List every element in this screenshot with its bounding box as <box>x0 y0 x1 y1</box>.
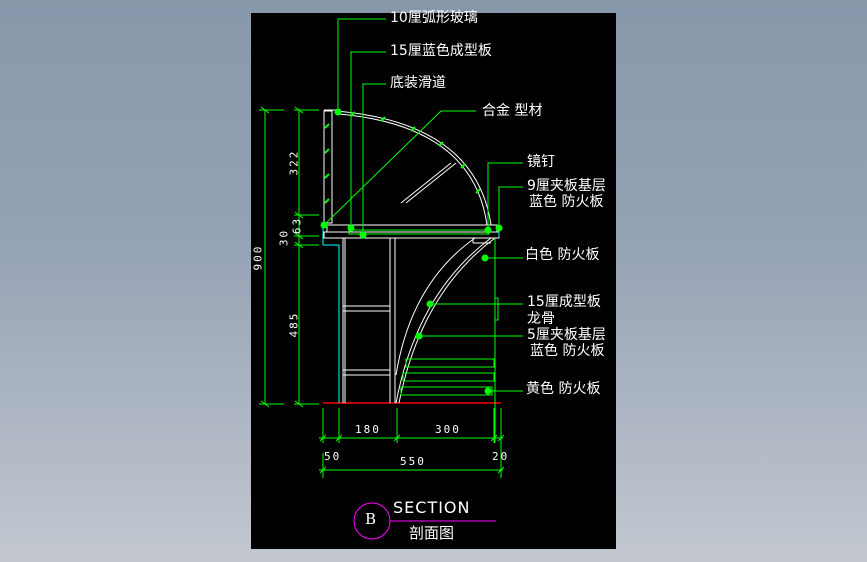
dim-total-width: 550 <box>400 455 426 468</box>
section-marker-letter: B <box>365 510 377 528</box>
label-yellow-board: 黄色 防火板 <box>526 381 601 397</box>
dim-mid-b: 30 <box>277 228 291 247</box>
label-alloy-profile: 合金 型材 <box>482 103 543 119</box>
dim-left-width: 180 <box>355 423 381 436</box>
title-subtitle: 剖面图 <box>409 524 455 542</box>
cad-drawing-canvas: 10厘弧形玻璃 15厘蓝色成型板 底装滑道 合金 型材 镜钉 9厘夹板基层 蓝色… <box>251 10 616 549</box>
vertical-dimensions <box>259 106 319 408</box>
label-white-board: 白色 防火板 <box>525 247 600 263</box>
dim-total-height: 900 <box>251 244 265 271</box>
leader-dots <box>320 108 503 395</box>
cyan-accents <box>322 223 500 403</box>
dim-right-offset: 20 <box>492 450 510 463</box>
dim-mid-a: 63 <box>290 216 304 235</box>
label-keel-line1: 15厘成型板 <box>527 294 601 310</box>
label-blue-board: 15厘蓝色成型板 <box>390 43 492 59</box>
dim-top-height: 322 <box>287 149 301 176</box>
label-plywood-5-line1: 5厘夹板基层 <box>527 327 606 343</box>
label-slide-rail: 底装滑道 <box>390 75 446 91</box>
label-keel-line2: 龙骨 <box>527 311 555 327</box>
leader-lines <box>323 18 523 443</box>
title-heading: SECTION <box>393 498 471 517</box>
dim-left-offset: 50 <box>324 450 342 463</box>
horizontal-dimensions <box>319 408 505 478</box>
label-plywood-9-line1: 9厘夹板基层 <box>527 178 606 194</box>
label-mirror-nail: 镜钉 <box>527 154 555 170</box>
section-drawing <box>259 18 523 540</box>
label-plywood-9-line2: 蓝色 防火板 <box>529 194 604 210</box>
label-plywood-5-line2: 蓝色 防火板 <box>530 343 605 359</box>
glass-hatch <box>324 111 481 204</box>
dim-bottom-height: 485 <box>287 311 301 338</box>
label-glass: 10厘弧形玻璃 <box>390 10 478 26</box>
dim-right-width: 300 <box>435 423 461 436</box>
